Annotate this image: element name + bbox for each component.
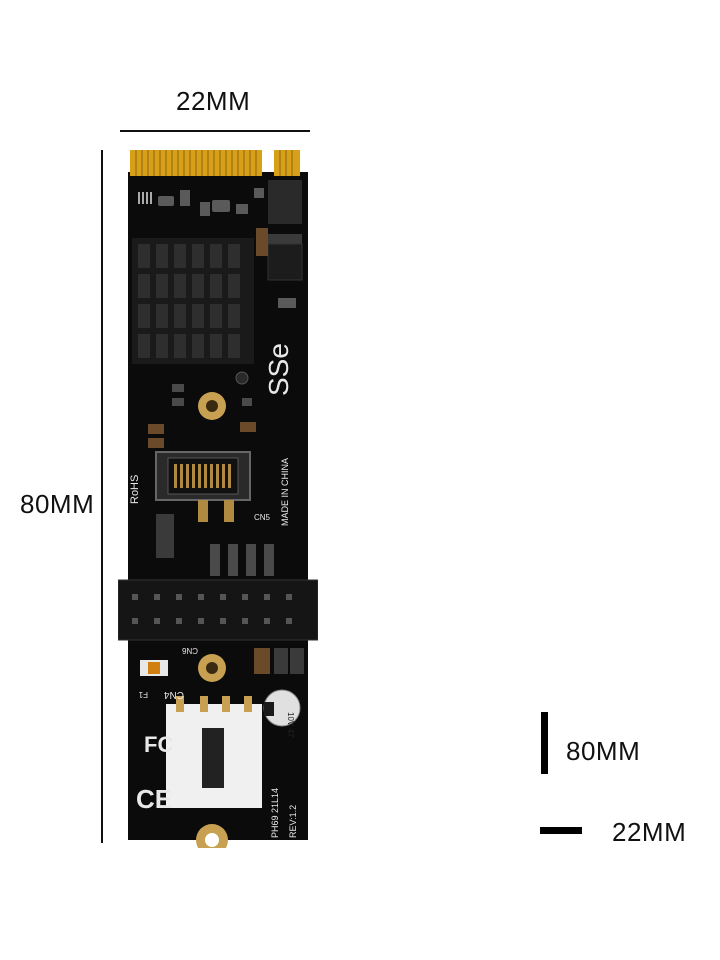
board-drawing: 10V 47 SSe RoHS MADE IN CHINA CN5 CN6 CN… xyxy=(118,150,318,848)
capacitor-marking: 10V 47 xyxy=(286,712,295,738)
cn5-silkscreen: CN5 xyxy=(254,513,271,522)
cn6-silkscreen: CN6 xyxy=(181,646,198,655)
middle-components xyxy=(148,384,274,576)
height-dimension-line xyxy=(101,150,103,843)
model-silkscreen: PH69 21L14 xyxy=(270,788,280,838)
mounting-standoff xyxy=(198,371,249,420)
width-dimension-label: 22MM xyxy=(176,86,251,116)
cn4-silkscreen: CN4 xyxy=(164,689,184,700)
width-dimension-line xyxy=(120,130,310,132)
lower-components xyxy=(140,648,304,676)
height-dimension-label: 80MM xyxy=(20,489,95,519)
fuse-silkscreen: F1 xyxy=(138,690,148,699)
made-in-silkscreen: MADE IN CHINA xyxy=(280,458,290,526)
cn5-connector xyxy=(155,451,251,522)
width-legend-label: 22MM xyxy=(612,817,687,847)
electrolytic-capacitor: 10V 47 xyxy=(263,689,301,738)
gold-fingers xyxy=(130,150,300,176)
m2-adapter-board: 10V 47 SSe RoHS MADE IN CHINA CN5 CN6 CN… xyxy=(118,148,318,848)
cn6-pin-header xyxy=(118,579,318,641)
length-legend-bar xyxy=(541,712,548,774)
width-legend-bar xyxy=(540,827,582,834)
revision-silkscreen: REV:1.2 xyxy=(288,805,298,838)
ce-mark: CE xyxy=(136,784,172,814)
top-components xyxy=(138,180,303,308)
cn4-fan-connector xyxy=(166,696,262,808)
length-legend-label: 80MM xyxy=(566,736,641,766)
brand-silkscreen: SSe xyxy=(263,343,294,396)
rohs-silkscreen: RoHS xyxy=(129,475,141,504)
fcc-mark: FC xyxy=(144,732,173,757)
heatsink xyxy=(132,238,254,364)
